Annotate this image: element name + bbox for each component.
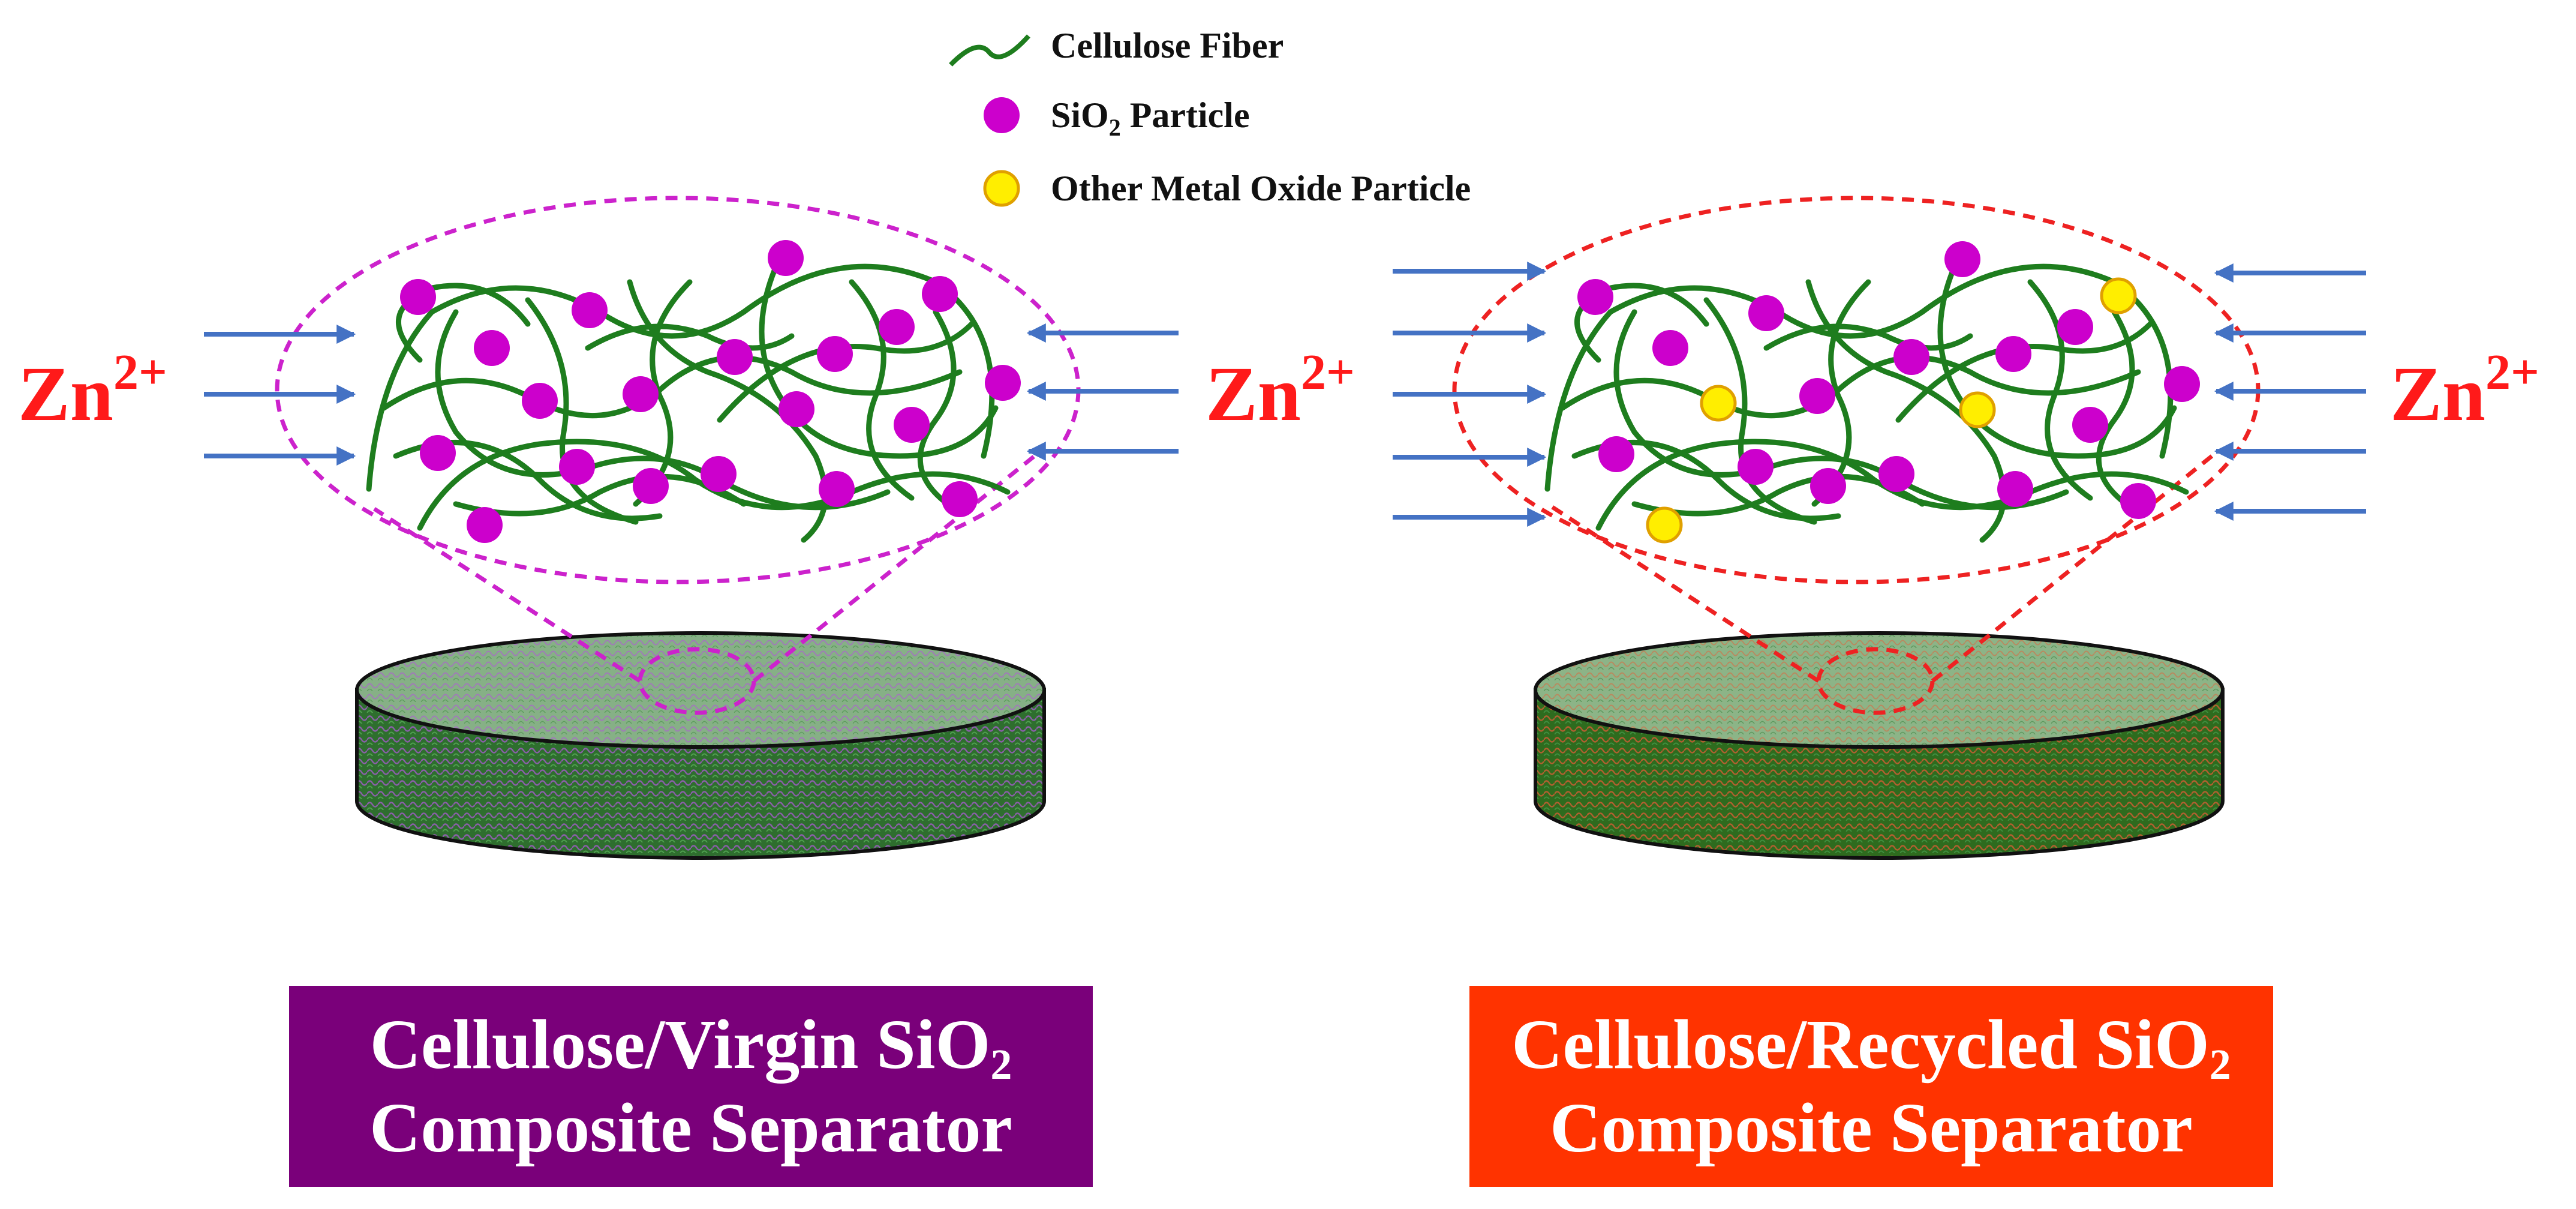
sio2-particle bbox=[467, 507, 503, 543]
sio2-particle bbox=[572, 292, 608, 328]
sio2-particle bbox=[1893, 339, 1929, 375]
zn-ion-label: Zn2+ bbox=[1206, 344, 1355, 437]
sio2-particle bbox=[400, 279, 436, 315]
virgin-caption-line1: Cellulose/Virgin SiO2 bbox=[369, 1004, 1012, 1088]
sio2-particle bbox=[2164, 366, 2200, 402]
sio2-particle bbox=[559, 449, 595, 485]
sio2-particle bbox=[894, 407, 930, 443]
sio2-particle bbox=[701, 456, 737, 492]
zn-ion-label: Zn2+ bbox=[18, 344, 167, 437]
virgin-caption-line2: Composite Separator bbox=[369, 1088, 1012, 1168]
sio2-particle bbox=[1995, 336, 2031, 372]
legend: Cellulose Fiber SiO2 Particle Other Meta… bbox=[949, 26, 1471, 208]
recycled-sio2-particles bbox=[1577, 241, 2200, 519]
recycled-cellulose-fibers bbox=[1544, 255, 2189, 543]
sio2-particle bbox=[623, 376, 659, 412]
sio2-particle bbox=[1738, 449, 1774, 485]
sio2-particle bbox=[2057, 309, 2093, 345]
zn-ion-label: Zn2+ bbox=[2390, 344, 2539, 437]
sio2-particle bbox=[474, 330, 510, 366]
sio2-particle bbox=[420, 435, 456, 471]
sio2-particle bbox=[922, 276, 958, 312]
metal-oxide-particle bbox=[1700, 385, 1737, 422]
sio2-particle bbox=[1577, 279, 1613, 315]
recycled-separator-disk bbox=[1534, 631, 2225, 860]
sio2-particle bbox=[633, 468, 669, 504]
legend-oxide-swatch bbox=[983, 170, 1020, 207]
recycled-caption-box: Cellulose/Recycled SiO2 Composite Separa… bbox=[1469, 986, 2273, 1187]
legend-oxide-label: Other Metal Oxide Particle bbox=[1051, 169, 1471, 208]
panel-virgin: Zn2+ Zn2+ bbox=[18, 196, 1355, 860]
metal-oxide-particle bbox=[2100, 277, 2137, 314]
sio2-particle bbox=[1944, 241, 1980, 277]
virgin-separator-disk bbox=[355, 631, 1046, 860]
sio2-particle bbox=[2072, 407, 2108, 443]
sio2-particle bbox=[522, 383, 558, 419]
sio2-particle bbox=[879, 309, 915, 345]
sio2-particle bbox=[1652, 330, 1688, 366]
legend-fiber-label: Cellulose Fiber bbox=[1051, 26, 1284, 65]
sio2-particle bbox=[817, 336, 853, 372]
panel-recycled: Zn2+ bbox=[1393, 196, 2539, 860]
legend-sio2-swatch bbox=[984, 97, 1020, 133]
sio2-particle bbox=[717, 339, 753, 375]
sio2-particle bbox=[1997, 471, 2033, 507]
recycled-metal-oxide-particles bbox=[1646, 277, 2137, 544]
sio2-particle bbox=[1799, 378, 1835, 414]
sio2-particle bbox=[1878, 456, 1914, 492]
virgin-ion-arrows bbox=[204, 323, 1179, 466]
virgin-sio2-particles bbox=[400, 240, 1021, 543]
sio2-particle bbox=[942, 481, 978, 517]
sio2-particle bbox=[778, 391, 814, 427]
legend-sio2-label: SiO2 Particle bbox=[1051, 95, 1250, 141]
sio2-particle bbox=[1810, 468, 1846, 504]
legend-fiber-swatch bbox=[949, 34, 1030, 67]
sio2-particle bbox=[1598, 436, 1634, 472]
recycled-caption-line2: Composite Separator bbox=[1550, 1088, 2193, 1168]
metal-oxide-particle bbox=[1959, 391, 1996, 428]
virgin-cellulose-fibers bbox=[366, 255, 1011, 543]
sio2-particle bbox=[985, 365, 1021, 401]
metal-oxide-particle bbox=[1646, 506, 1683, 544]
sio2-particle bbox=[1748, 295, 1784, 331]
virgin-caption-box: Cellulose/Virgin SiO2 Composite Separato… bbox=[289, 986, 1093, 1187]
sio2-particle bbox=[2120, 483, 2156, 519]
recycled-ion-arrows bbox=[1393, 262, 2366, 527]
sio2-particle bbox=[819, 471, 855, 507]
recycled-caption-line1: Cellulose/Recycled SiO2 bbox=[1511, 1004, 2231, 1088]
sio2-particle bbox=[768, 240, 804, 276]
